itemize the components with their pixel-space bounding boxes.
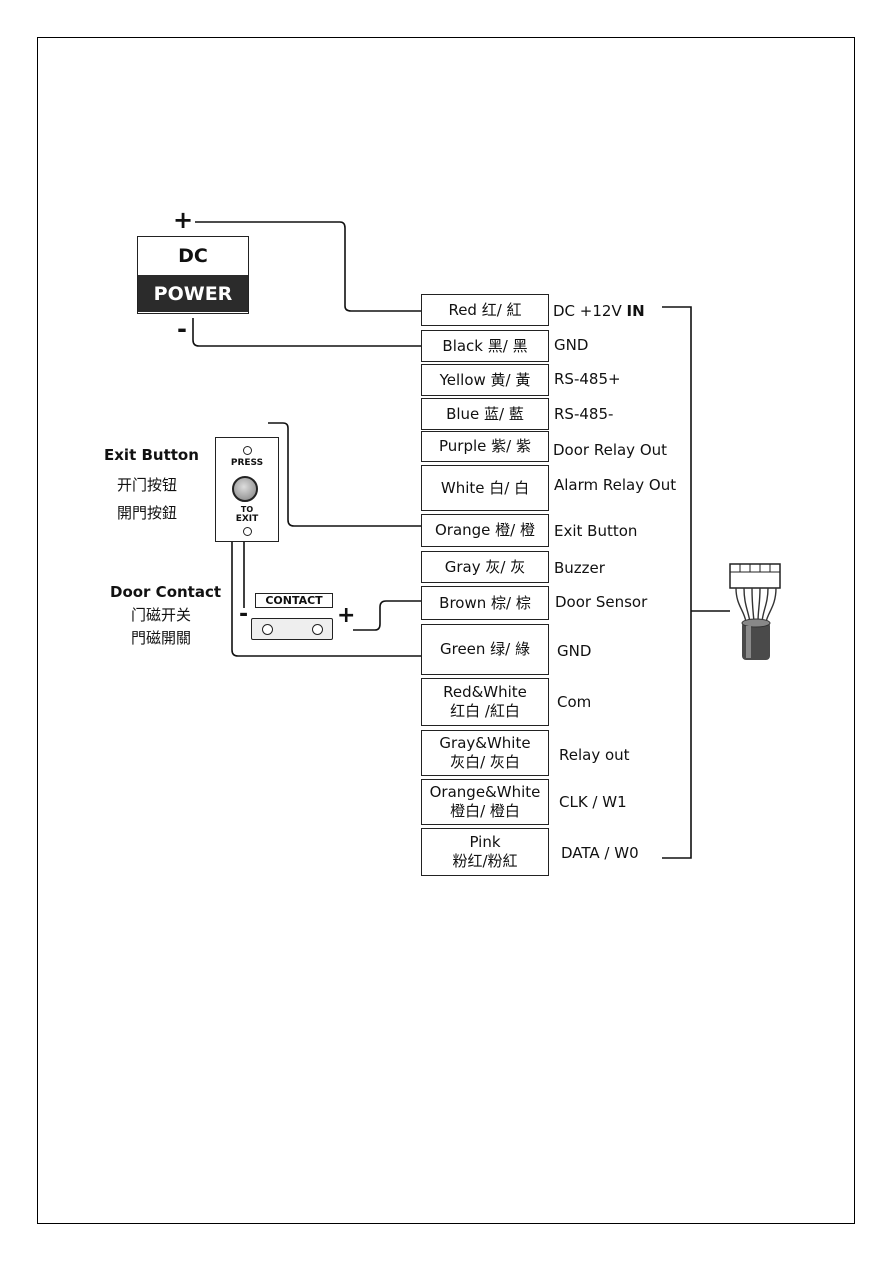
wire-color-label: Orange&White <box>429 783 541 802</box>
function-label-orange: Exit Button <box>554 522 638 540</box>
door-contact-zh-traditional: 門磁開關 <box>131 629 192 647</box>
door-contact-zh-simplified: 门磁开关 <box>131 606 192 624</box>
wire-box-green: Green 绿/ 綠 <box>421 624 549 675</box>
screw-icon <box>243 446 252 455</box>
bracket-line <box>662 306 692 859</box>
wire-box-orange: Orange 橙/ 橙 <box>421 514 549 547</box>
exit-text: EXIT <box>235 514 259 524</box>
wire-box-pink: Pink 粉红/粉紅 <box>421 828 549 876</box>
wire-color-label: Red&White <box>443 683 527 702</box>
function-label-yellow: RS-485+ <box>554 370 621 388</box>
wire-box-white: White 白/ 白 <box>421 465 549 511</box>
dc-label: DC <box>178 245 208 267</box>
wire-box-red: Red 红/ 紅 <box>421 294 549 326</box>
wire-color-label: Black 黑/ 黑 <box>442 336 528 355</box>
wire-box-gray: Gray 灰/ 灰 <box>421 551 549 583</box>
wire-exit-orange <box>268 422 421 527</box>
wire-box-gray-white: Gray&White 灰白/ 灰白 <box>421 730 549 776</box>
wire-color-label-zh: 橙白/ 橙白 <box>450 802 520 820</box>
power-minus-sign: - <box>177 315 187 343</box>
function-label-gray-white: Relay out <box>559 746 630 764</box>
wire-box-blue: Blue 蓝/ 藍 <box>421 398 549 430</box>
wire-box-yellow: Yellow 黄/ 黃 <box>421 364 549 396</box>
function-label-white: Alarm Relay Out <box>554 476 677 494</box>
contact-plus-sign: + <box>337 603 356 628</box>
screw-icon <box>262 624 273 635</box>
wire-contact-brown <box>353 600 421 631</box>
function-label-blue: RS-485- <box>554 405 614 423</box>
door-contact-sensor <box>251 618 333 640</box>
exit-button-zh-simplified: 开门按钮 <box>117 476 178 494</box>
contact-minus-sign: - <box>239 602 249 627</box>
wire-color-label: Brown 棕/ 棕 <box>439 593 531 612</box>
wire-color-label: Pink <box>469 833 501 852</box>
dc-power-supply: DC POWER <box>137 236 249 314</box>
wire-color-label-zh: 灰白/ 灰白 <box>450 753 520 771</box>
to-text: TO <box>240 505 254 514</box>
wire-color-label: Green 绿/ 綠 <box>439 640 530 659</box>
wire-color-label-zh: 红白 /紅白 <box>450 702 520 720</box>
wire-color-label: Blue 蓝/ 藍 <box>446 404 524 423</box>
function-label-green: GND <box>557 642 592 660</box>
exit-button-title: Exit Button <box>104 446 199 464</box>
screw-icon <box>243 527 252 536</box>
door-contact-title: Door Contact <box>110 583 222 601</box>
function-label-brown: Door Sensor <box>555 593 648 611</box>
power-plus-sign: + <box>173 206 194 234</box>
wire-connector-icon <box>729 563 781 660</box>
function-text: DC +12V <box>553 302 622 320</box>
wire-color-label: Gray&White <box>439 734 531 753</box>
function-label-red: DC +12V IN <box>553 302 645 320</box>
wire-color-label-zh: 粉红/粉紅 <box>452 852 518 870</box>
function-suffix: IN <box>626 302 645 320</box>
function-label-red-white: Com <box>557 693 592 711</box>
wire-color-label: Purple 紫/ 紫 <box>439 437 531 456</box>
function-label-purple: Door Relay Out <box>553 441 668 459</box>
push-button-icon <box>232 476 258 502</box>
wire-power-positive <box>195 221 421 312</box>
wire-exit-green <box>231 536 421 657</box>
press-text: PRESS <box>230 458 264 468</box>
function-label-gray: Buzzer <box>554 559 605 577</box>
wire-box-brown: Brown 棕/ 棕 <box>421 586 549 620</box>
wire-box-black: Black 黑/ 黑 <box>421 330 549 362</box>
page-border <box>37 37 855 1224</box>
power-label: POWER <box>138 275 248 312</box>
function-label-orange-white: CLK / W1 <box>559 793 627 811</box>
wire-box-red-white: Red&White 红白 /紅白 <box>421 678 549 726</box>
wire-box-purple: Purple 紫/ 紫 <box>421 431 549 462</box>
wire-power-negative <box>192 318 421 347</box>
function-label-pink: DATA / W0 <box>561 844 639 862</box>
contact-magnet-label: CONTACT <box>255 593 333 608</box>
exit-button-device: PRESS TO EXIT <box>215 437 279 542</box>
wire-color-label: Orange 橙/ 橙 <box>434 521 535 540</box>
screw-icon <box>312 624 323 635</box>
wire-color-label: Gray 灰/ 灰 <box>444 557 526 576</box>
wire-color-label: White 白/ 白 <box>440 478 530 497</box>
wire-color-label: Red 红/ 紅 <box>448 300 522 319</box>
wire-color-label: Yellow 黄/ 黃 <box>439 370 531 389</box>
exit-button-zh-traditional: 開門按鈕 <box>117 504 178 522</box>
function-label-black: GND <box>554 336 589 354</box>
wire-box-orange-white: Orange&White 橙白/ 橙白 <box>421 779 549 825</box>
